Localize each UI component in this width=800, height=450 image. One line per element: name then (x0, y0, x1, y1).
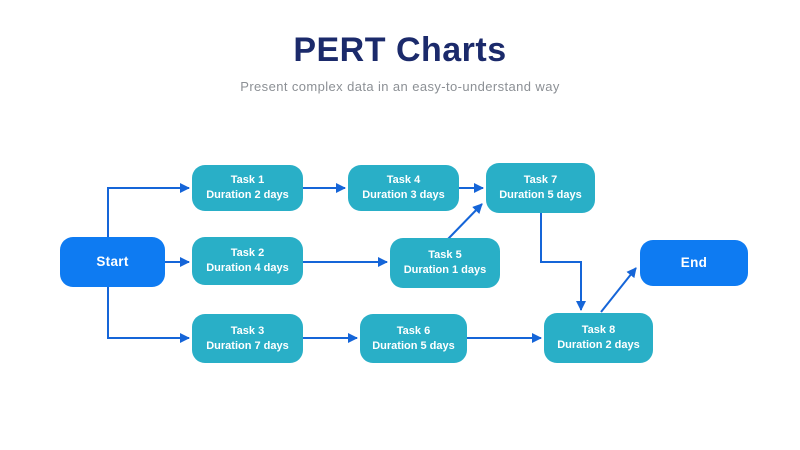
task-node-1: Task 1 Duration 2 days (192, 165, 303, 211)
task-node-2: Task 2 Duration 4 days (192, 237, 303, 285)
page-title: PERT Charts (293, 31, 507, 69)
edge-task7-task8 (540, 213, 586, 311)
edge-task8-end (600, 267, 637, 313)
task-title: Task 7 (523, 174, 558, 187)
end-label: End (680, 254, 708, 270)
task-title: Task 6 (396, 324, 431, 337)
task-node-7: Task 7 Duration 5 days (486, 163, 595, 213)
task-duration: Duration 4 days (206, 262, 289, 274)
task-duration: Duration 5 days (499, 189, 582, 201)
task-title: Task 1 (230, 174, 265, 187)
task-node-3: Task 3 Duration 7 days (192, 314, 303, 363)
task-duration: Duration 3 days (362, 189, 445, 201)
task-duration: Duration 7 days (206, 339, 289, 352)
task-title: Task 5 (428, 249, 462, 262)
task-duration: Duration 1 days (403, 264, 487, 276)
start-node: Start (60, 237, 165, 287)
task-duration: Duration 2 days (557, 339, 640, 351)
task-title: Task 2 (230, 247, 265, 260)
page-subtitle: Present complex data in an easy-to-under… (240, 79, 560, 94)
task-node-6: Task 6 Duration 5 days (360, 314, 467, 363)
task-node-8: Task 8 Duration 2 days (544, 313, 653, 363)
task-node-5: Task 5 Duration 1 days (390, 238, 500, 288)
start-label: Start (96, 253, 129, 269)
edge-start-task3 (107, 275, 190, 343)
task-title: Task 3 (230, 324, 265, 337)
task-node-4: Task 4 Duration 3 days (348, 165, 459, 211)
edge-start-task1 (107, 183, 190, 250)
task-title: Task 8 (581, 324, 616, 337)
task-duration: Duration 5 days (372, 339, 455, 352)
task-duration: Duration 2 days (206, 189, 289, 201)
task-title: Task 4 (386, 174, 421, 187)
edge-task5-task7 (447, 203, 483, 240)
end-node: End (640, 240, 748, 286)
